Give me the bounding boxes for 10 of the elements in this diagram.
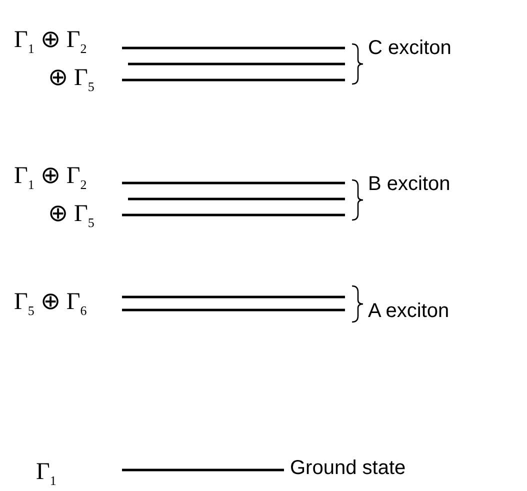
level-label: B exciton	[368, 174, 450, 194]
level-label: A exciton	[368, 301, 450, 321]
symmetry-label: Γ$_{1}$ ⊕ Γ$_{2}$	[14, 164, 87, 191]
symmetry-label: Γ$_{5}$ ⊕ Γ$_{6}$	[14, 290, 87, 317]
symmetry-label: Γ$_{1}$ ⊕ Γ$_{2}$	[14, 28, 87, 55]
symmetry-label: Γ$_{1}$	[36, 460, 56, 487]
level-label: Ground state	[290, 458, 406, 478]
level-label: C exciton	[368, 38, 452, 58]
symmetry-label: ⊕ Γ$_{5}$	[48, 66, 94, 93]
symmetry-label: ⊕ Γ$_{5}$	[48, 202, 94, 229]
